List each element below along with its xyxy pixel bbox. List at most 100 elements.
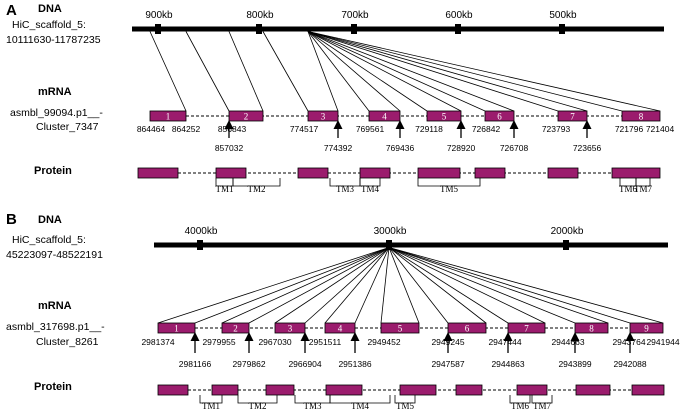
panel-b-protein-segment-3 [265,384,295,396]
panel-b-exon-1 [157,322,196,334]
panel-a-boundary-arrow-1 [333,120,343,138]
panel-a-scale-tick-4 [559,24,565,34]
panel-b-scaffold-name: HiC_scaffold_5: [12,234,86,246]
panel-b-exon-number-3: 3 [288,324,293,334]
panel-b-boundary-arrow-5-head [503,332,513,341]
panel-a-arrow-label-0: 857032 [215,143,244,153]
panel-a-boundary-arrow-5-head [582,120,592,129]
panel-b-boundary-arrow-7 [625,332,635,353]
panel-a-scale-tick-3 [455,24,461,34]
panel-a-scaffold-range: 10111630-11787235 [6,34,101,46]
panel-b-scale-label-0: 4000kb [185,226,218,237]
panel-b-protein-segment-7 [516,384,548,396]
panel-b-arrow-label-1: 2979862 [232,359,265,369]
panel-a-mapping-line-2 [228,31,264,112]
panel-a-arrow-label-4: 726708 [500,143,529,153]
panel-b-tm-label-7: TM7 [533,401,552,411]
panel-b-boundary-arrow-2-head [300,332,310,341]
panel-b-boundary-arrow-5 [503,332,513,353]
panel-b-dna-heading: DNA [38,214,62,226]
panel-a-mapping-line-1 [185,31,230,112]
panel-b-scale-tick-0 [197,240,203,250]
panel-b-mapping-line-2 [221,247,390,324]
panel-b-arrow-label-3: 2951386 [338,359,371,369]
panel-a-boundary-arrow-4-head [509,120,519,129]
panel-b-exon-3 [274,322,306,334]
panel-a-protein-segment-1 [137,167,179,179]
panel-a-exon-5 [426,110,462,122]
panel-a-exon-number-7: 7 [570,112,575,122]
panel-b-exon-number-8: 8 [589,324,594,334]
panel-b-exon-number-1: 1 [174,324,179,334]
panel-a-boundary-arrow-1-head [333,120,343,129]
panel-b-exon-coord-8-0: 2943764 [612,337,645,347]
panel-b-protein-segment-8 [575,384,611,396]
panel-a-protein-segment-8 [611,167,661,179]
panel-a-exon-8 [621,110,661,122]
panel-a-tm-bracket-4 [359,178,381,187]
panel-b-exon-coord-1-0: 2979955 [202,337,235,347]
panel-b-mapping-line-10 [388,247,449,324]
panel-a-arrow-label-5: 723656 [573,143,602,153]
panel-b-boundary-arrow-6-head [570,332,580,341]
panel-b-boundary-arrow-0 [190,332,200,353]
panel-a-boundary-arrow-0-head [224,120,234,129]
panel-a-exon-number-4: 4 [382,112,387,122]
panel-a-tm-label-6: TM6 [619,184,638,194]
panel-b-mapping-line-6 [324,247,390,324]
panel-a-letter: A [6,2,17,19]
panel-b-exon-5 [380,322,420,334]
panel-b-arrow-label-4: 2947587 [431,359,464,369]
panel-b-mrna-heading: mRNA [38,300,72,312]
panel-a-transcript-name: asmbl_99094.p1__- [10,107,103,119]
panel-a-exon-coord-7-0: 721796 [615,124,644,134]
panel-a-scale-tick-0 [155,24,161,34]
panel-a-scaffold-name: HiC_scaffold_5: [12,19,86,31]
panel-b-tm-bracket-5 [394,395,416,404]
panel-b-tm-label-1: TM1 [202,401,220,411]
panel-a-exon-coord-3-0: 769561 [356,124,385,134]
panel-a-arrow-label-3: 728920 [447,143,476,153]
panel-b-boundary-arrow-2 [300,332,310,353]
panel-b-exon-coord-4-0: 2949452 [367,337,400,347]
panel-b-protein-segment-1 [157,384,189,396]
panel-a-scale-tick-1 [256,24,262,34]
panel-b-arrow-label-7: 2942088 [613,359,646,369]
panel-a-exon-number-8: 8 [639,112,644,122]
panel-b-arrow-label-2: 2966904 [288,359,321,369]
panel-b-exon-2 [221,322,250,334]
panel-b-mapping-line-15 [388,247,609,324]
panel-b-tm-label-2: TM2 [249,401,267,411]
panel-a-mapping-line-8 [307,31,462,112]
panel-b-tm-bracket-6 [509,395,531,404]
panel-a-protein-segment-3 [297,167,329,179]
panel-b-exon-coord-0-0: 2981374 [141,337,174,347]
panel-a-exon-number-5: 5 [442,112,447,122]
panel-b-boundary-arrow-1-head [244,332,254,341]
panel-b-mapping-line-12 [388,247,509,324]
panel-a-mapping-line-0 [149,31,187,112]
panel-b-exon-number-9: 9 [644,324,649,334]
panel-b-mapping-line-3 [248,247,390,324]
panel-b-exon-number-5: 5 [398,324,403,334]
panel-b-scale-label-2: 2000kb [551,226,584,237]
panel-a-exon-number-2: 2 [244,112,249,122]
panel-a-boundary-arrow-0 [224,120,234,138]
panel-b-tm-bracket-7 [531,395,553,404]
panel-a-exon-number-3: 3 [321,112,326,122]
panel-b-exon-8 [574,322,609,334]
panel-b-tm-bracket-2 [237,395,278,404]
panel-a-exon-coord-5-0: 726842 [472,124,501,134]
panel-a-exon-coord-4-0: 729118 [415,124,443,134]
panel-b-exon-7 [507,322,546,334]
panel-b-boundary-arrow-4-head [443,332,453,341]
panel-b-transcript-name: asmbl_317698.p1__- [6,321,105,333]
panel-a-dna-bar [132,26,664,32]
panel-b-boundary-arrow-7-head [625,332,635,341]
panel-b-protein-heading: Protein [34,381,72,393]
panel-b-exon-coord-6-0: 2947444 [488,337,521,347]
panel-b-mapping-line-13 [388,247,546,324]
panel-a-mapping-line-4 [307,31,339,112]
panel-a-tm-bracket-2 [232,178,281,187]
